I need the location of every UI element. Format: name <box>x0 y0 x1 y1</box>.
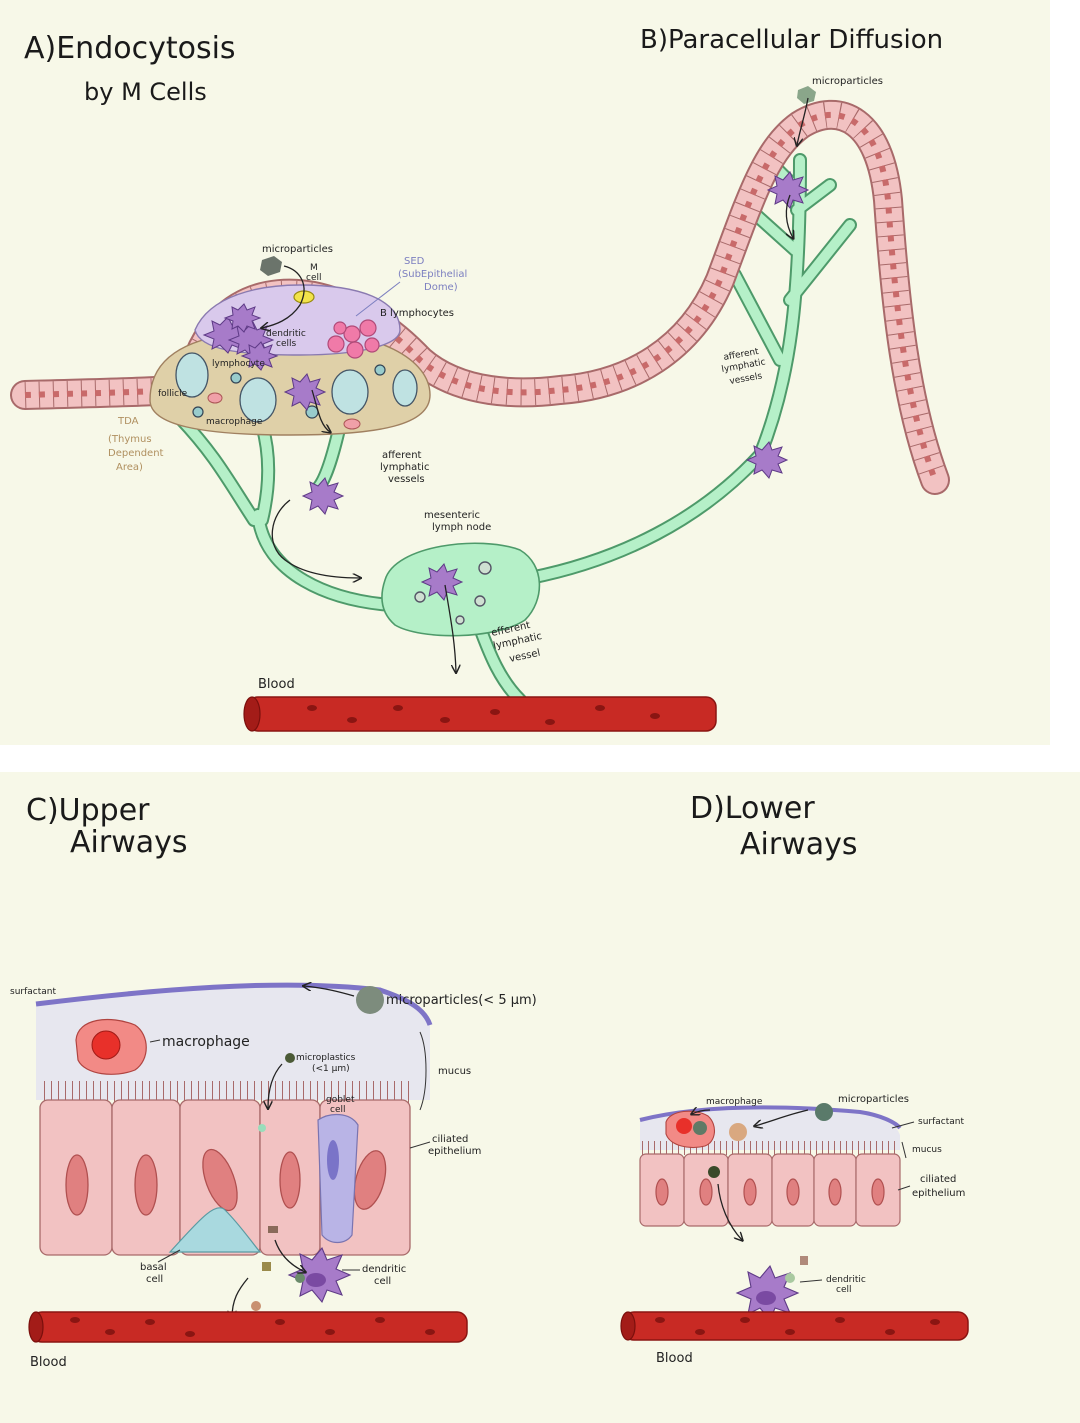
panel-a-title: A)Endocytosis <box>24 31 236 66</box>
mesenteric-lymph-node <box>381 542 541 637</box>
label-dendritic-1: dendritic <box>266 329 306 339</box>
label-dendritic-2: cells <box>276 339 296 349</box>
label-m-cell-2: cell <box>306 273 322 283</box>
label-afferent-a-2: lymphatic <box>380 462 429 473</box>
blood-vessel-a <box>243 696 717 732</box>
label-afferent-a-3: vessels <box>388 474 425 485</box>
macrophage-c <box>75 1019 147 1075</box>
particle-d-top <box>815 1103 833 1121</box>
label-macrophage-a: macrophage <box>206 417 263 427</box>
label-ciliated-c-2: epithelium <box>428 1146 481 1157</box>
particle-d-cell <box>708 1166 720 1178</box>
label-ciliated-d-2: epithelium <box>912 1188 965 1199</box>
panel-c-subtitle: Airways <box>70 825 188 860</box>
label-microparticles-c: microparticles(< 5 μm) <box>386 993 537 1008</box>
label-surfactant-c: surfactant <box>10 987 56 997</box>
label-dendritic-c-2: cell <box>374 1276 391 1287</box>
label-ciliated-d-1: ciliated <box>920 1174 956 1185</box>
mucus-layer-c <box>36 985 430 1100</box>
ciliated-epithelium-d <box>639 1153 901 1227</box>
label-ciliated-c-1: ciliated <box>432 1134 468 1145</box>
goblet-cell <box>317 1114 359 1244</box>
label-macrophage-d: macrophage <box>706 1097 763 1107</box>
label-a-microparticles: microparticles <box>262 244 333 255</box>
label-tda-4: Area) <box>116 462 143 473</box>
panel-d-title: D)Lower <box>690 791 815 826</box>
panel-c-title: C)Upper <box>26 793 150 828</box>
label-b-microparticles: microparticles <box>812 76 883 87</box>
label-microplastics-1: microplastics <box>296 1053 356 1063</box>
label-basal-2: cell <box>146 1274 163 1285</box>
label-sed-3: Dome) <box>424 282 458 293</box>
label-tda-3: Dependent <box>108 448 164 459</box>
label-m-cell-1: M <box>310 263 318 273</box>
label-mucus-c: mucus <box>438 1066 471 1077</box>
label-follicle: follicle <box>158 389 188 399</box>
panel-d-subtitle: Airways <box>740 827 858 862</box>
label-microplastics-2: (<1 μm) <box>312 1064 350 1074</box>
label-b-lymphocytes: B lymphocytes <box>380 308 454 319</box>
arrows-d <box>692 1110 809 1240</box>
leaders-d <box>799 1121 915 1283</box>
panel-a-subtitle: by M Cells <box>84 78 207 106</box>
label-basal-1: basal <box>140 1262 167 1273</box>
macrophage-d <box>665 1110 715 1149</box>
label-lymphocyte: lymphocyte <box>212 359 265 369</box>
panel-d: D)Lower Airways <box>620 791 969 1366</box>
label-mucus-d: mucus <box>912 1145 942 1155</box>
label-dendritic-c-1: dendritic <box>362 1264 406 1275</box>
label-macrophage-c: macrophage <box>162 1034 250 1050</box>
lymphatic-network <box>173 153 857 707</box>
panel-b-title: B)Paracellular Diffusion <box>640 25 943 55</box>
particle-d-surface <box>729 1123 747 1141</box>
b-lymphocytes <box>327 319 380 359</box>
label-mesenteric-2: lymph node <box>432 522 491 533</box>
panel-c: C)Upper Airways <box>10 793 537 1370</box>
blood-vessel-d <box>620 1311 969 1341</box>
blood-vessel-c <box>28 1311 468 1343</box>
label-microparticles-d: microparticles <box>838 1094 909 1105</box>
label-blood-c: Blood <box>30 1355 67 1370</box>
label-afferent-a-1: afferent <box>382 450 422 461</box>
panel-a: A)Endocytosis by M Cells <box>24 31 236 106</box>
leaders-c <box>149 1031 431 1271</box>
microparticles-a <box>260 86 816 276</box>
label-blood-a: Blood <box>258 677 295 692</box>
label-goblet-2: cell <box>330 1105 346 1115</box>
label-tda-2: (Thymus <box>108 434 152 445</box>
label-mesenteric-1: mesenteric <box>424 510 480 521</box>
label-blood-d: Blood <box>656 1351 693 1366</box>
label-sed-2: (SubEpithelial <box>398 269 467 280</box>
dendritic-cells-migrating <box>283 171 810 601</box>
label-sed-1: SED <box>404 256 425 267</box>
follicle <box>175 352 209 398</box>
surfactant-layer-c <box>35 982 433 1026</box>
arrows-ab <box>262 97 809 672</box>
label-goblet-1: goblet <box>326 1095 355 1105</box>
label-tda-1: TDA <box>117 416 139 427</box>
label-surfactant-d: surfactant <box>918 1117 964 1127</box>
basal-cell <box>168 1207 262 1253</box>
label-dendritic-d-1: dendritic <box>826 1275 866 1285</box>
label-dendritic-d-2: cell <box>836 1285 852 1295</box>
